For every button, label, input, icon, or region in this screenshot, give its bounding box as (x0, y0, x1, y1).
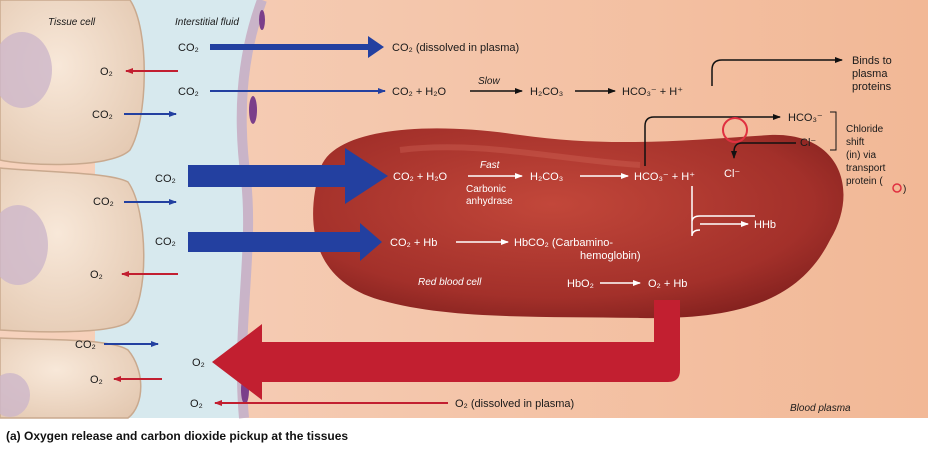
hbo2: HbO₂ (567, 278, 594, 290)
o2-dissolved-text: O₂ (dissolved in plasma) (455, 398, 574, 410)
co2-hb-arrow (188, 223, 382, 261)
cl-in-arrow (731, 142, 796, 159)
co2-dissolved-arrow (210, 36, 384, 58)
co2-label: CO₂ (92, 109, 113, 121)
hhb-branch (691, 186, 755, 237)
hhb: HHb (754, 219, 776, 231)
co2-into-rbc-arrow (188, 148, 388, 204)
plasma-reactants: CO₂ + H₂O (392, 86, 447, 98)
endothelial-nucleus (249, 96, 257, 124)
rbc-products: HCO₃⁻ + H⁺ (634, 171, 695, 183)
co2-dissolved-text: CO₂ (dissolved in plasma) (392, 42, 519, 54)
co2-label: CO₂ (178, 42, 199, 54)
cl-in: Cl⁻ (800, 137, 816, 149)
cell-nucleus (0, 373, 30, 417)
binds-proteins-arrow (711, 57, 843, 86)
rbc-reactants: CO₂ + H₂O (393, 171, 448, 183)
fast-label: Fast (480, 160, 501, 171)
co2-label: CO₂ (93, 196, 114, 208)
plasma-products: HCO₃⁻ + H⁺ (622, 86, 683, 98)
chloride-shift-text: Chloride shift (in) via transport protei… (846, 124, 888, 187)
o2-hb: O₂ + Hb (648, 278, 687, 290)
interstitial-fluid-label: Interstitial fluid (175, 17, 239, 28)
o2-label: O₂ (100, 66, 113, 78)
tissue-cell (0, 337, 142, 419)
cell-nucleus (0, 32, 52, 108)
carbonic-anhydrase: Carbonic anhydrase (466, 184, 513, 207)
transport-protein-icon (892, 183, 902, 193)
rbc-hb-reactants: CO₂ + Hb (390, 237, 437, 249)
o2-release-arrow (212, 300, 680, 400)
red-blood-cell (313, 128, 844, 319)
co2-label: CO₂ (178, 86, 199, 98)
slow-label: Slow (478, 76, 500, 87)
transport-protein-icon (722, 117, 748, 143)
tissue-cell (0, 167, 145, 333)
hco3-out-arrow (644, 114, 781, 166)
cell-nucleus (0, 205, 48, 285)
plasma-acid: H₂CO₃ (530, 86, 563, 98)
rbc-acid: H₂CO₃ (530, 171, 563, 183)
hco3-out: HCO₃⁻ (788, 112, 823, 124)
o2-label: O₂ (90, 374, 103, 386)
o2-label: O₂ (190, 398, 203, 410)
red-blood-cell-label: Red blood cell (418, 277, 482, 288)
carbamino: HbCO₂ (Carbamino- hemoglobin) (514, 237, 641, 262)
co2-label: CO₂ (155, 236, 176, 248)
o2-label: O₂ (90, 269, 103, 281)
co2-label: CO₂ (155, 173, 176, 185)
blood-plasma-label: Blood plasma (790, 403, 851, 414)
cl-inside: Cl⁻ (724, 168, 740, 180)
tissue-cell-label: Tissue cell (48, 17, 96, 28)
chloride-bracket (830, 111, 837, 151)
co2-label: CO₂ (75, 339, 96, 351)
rbc-highlight (399, 144, 641, 168)
chloride-paren: ) (903, 184, 906, 195)
binds-to-plasma-proteins: Binds to plasma proteins (852, 55, 895, 93)
o2-label: O₂ (192, 357, 205, 369)
endothelial-nucleus (259, 10, 265, 30)
figure-caption: (a) Oxygen release and carbon dioxide pi… (6, 429, 348, 443)
